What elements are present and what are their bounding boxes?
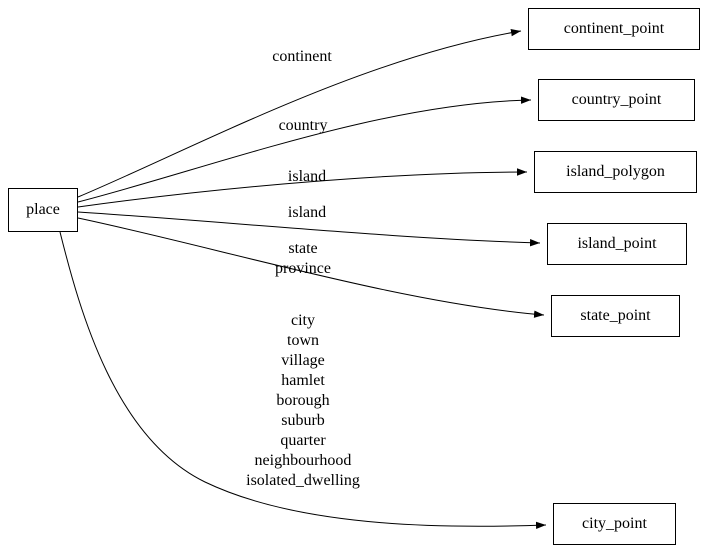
node-city_point: city_point — [553, 503, 676, 545]
node-island_polygon: island_polygon — [534, 151, 697, 193]
edge-label-continent: continent — [272, 48, 332, 65]
node-country_point-label: country_point — [571, 91, 662, 108]
edge-label-island-1: island — [287, 168, 327, 185]
node-island_point-label: island_point — [577, 235, 657, 252]
node-continent_point-label: continent_point — [563, 20, 665, 37]
node-place: place — [8, 188, 78, 232]
node-city_point-label: city_point — [582, 515, 647, 532]
edge-label-state-province: state province — [275, 240, 331, 277]
edge-place-state_point — [77, 217, 545, 318]
node-island_point: island_point — [547, 223, 687, 265]
node-place-label: place — [26, 201, 60, 218]
node-state_point: state_point — [551, 295, 680, 337]
edge-place-island_polygon — [77, 168, 528, 208]
node-country_point: country_point — [538, 79, 695, 121]
edge-label-island-2: island — [287, 204, 327, 221]
edge-place-country_point — [77, 96, 532, 203]
node-state_point-label: state_point — [580, 307, 651, 324]
node-island_polygon-label: island_polygon — [566, 163, 665, 180]
edge-place-continent_point — [77, 29, 522, 198]
edge-place-city_point — [59, 231, 547, 530]
node-continent_point: continent_point — [528, 8, 700, 50]
edge-place-island_point — [77, 211, 541, 247]
edge-label-city-variants: city town village hamlet borough suburb … — [246, 312, 360, 489]
edge-label-country: country — [278, 117, 328, 134]
